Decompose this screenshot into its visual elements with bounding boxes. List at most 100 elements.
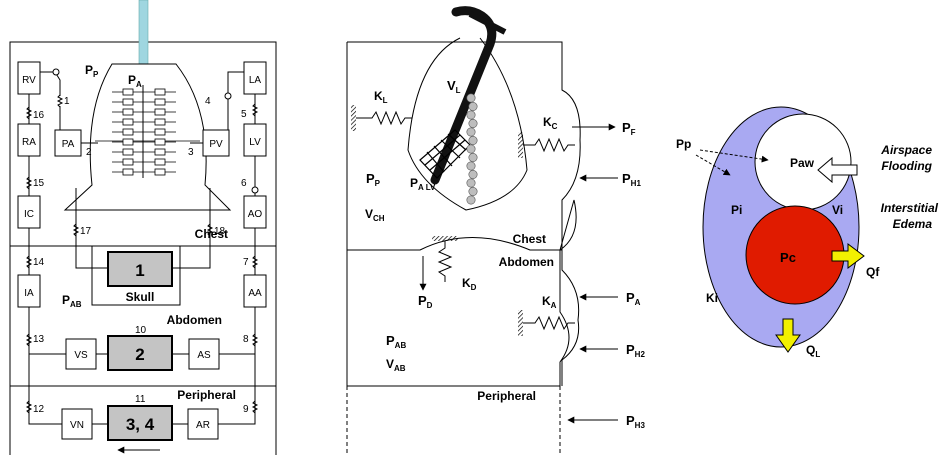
middle-lung-outline	[407, 37, 528, 211]
resistor-zigzag	[251, 103, 259, 117]
lv-label: LV	[249, 137, 261, 148]
middle-chest-label: Chest	[513, 232, 546, 246]
alveolus-dot	[466, 178, 476, 188]
alveolus-dot	[468, 170, 478, 180]
ic-label: IC	[24, 209, 34, 220]
num-9: 9	[243, 404, 249, 415]
chest-right-wall	[347, 41, 581, 250]
springs	[351, 105, 575, 336]
ka-label: KA	[542, 294, 557, 310]
ql-arrow	[775, 318, 801, 353]
kd-label: KD	[462, 276, 477, 292]
alveolus-box	[154, 108, 166, 116]
kl-label: KL	[374, 89, 388, 105]
alveolus-box	[154, 148, 166, 156]
alveolus-box	[122, 118, 134, 126]
num-13: 13	[33, 334, 45, 345]
middle-pab-label: PAB	[386, 333, 406, 350]
alveolus-box	[122, 168, 134, 176]
peripheral-box-number: 3, 4	[126, 415, 155, 434]
vi-label: Vi	[832, 203, 843, 217]
resistor-zigzag	[251, 333, 259, 347]
alveolus-dot	[468, 187, 478, 197]
ql-label: QL	[806, 343, 820, 359]
vs-box	[65, 338, 97, 370]
pp-label: Pp	[676, 137, 691, 151]
as-label: AS	[197, 350, 211, 361]
pressure-arrows	[419, 123, 618, 424]
qf-label: Qf	[866, 265, 880, 279]
left-chest-label: Chest	[195, 227, 228, 241]
alveolus-dot	[466, 144, 476, 154]
num-2: 2	[86, 147, 92, 158]
flooding-arrow	[817, 156, 858, 184]
num-1: 1	[64, 96, 70, 107]
left-abdomen-label: Abdomen	[167, 313, 222, 327]
palv-label: PA LV	[410, 176, 436, 192]
left-peripheral-label: Peripheral	[177, 388, 236, 402]
alveolus-dot	[466, 195, 476, 205]
num-17: 17	[80, 226, 92, 237]
kc-label: KC	[543, 115, 558, 131]
ra-label: RA	[22, 137, 36, 148]
num-11: 11	[135, 394, 146, 405]
pv-label: PV	[209, 139, 223, 150]
interstitial-text: Interstitial	[881, 201, 939, 215]
valve-lv	[251, 186, 259, 194]
num-10: 10	[135, 325, 147, 336]
alveolus-box	[122, 138, 134, 146]
resistor-zigzag	[251, 255, 259, 269]
resistor-zigzag	[25, 176, 33, 190]
alveolus-box	[154, 158, 166, 166]
alveolus-box	[122, 88, 134, 96]
num-14: 14	[33, 257, 45, 268]
ki-label: Ki	[706, 291, 718, 305]
skull-gray-box	[107, 251, 173, 287]
alveolus-dot	[466, 93, 476, 103]
resistor-zigzag	[25, 400, 33, 414]
qf-arrow	[831, 243, 865, 269]
aa-label: AA	[248, 288, 262, 299]
resistor-zigzag	[206, 223, 214, 237]
num-8: 8	[243, 334, 249, 345]
ao-label: AO	[248, 209, 263, 220]
num-3: 3	[188, 147, 194, 158]
middle-pp-label: PP	[366, 171, 381, 188]
left-circulation-panel: RV LA RA LV PA PV IC AO IA AA VS AS VN A…	[9, 0, 277, 455]
peripheral-dashed-walls	[346, 386, 561, 455]
alveolus-box	[154, 128, 166, 136]
abdomen-gray-box	[107, 335, 173, 371]
alveolus-box	[154, 168, 166, 176]
pc-label: Pc	[780, 250, 796, 265]
ar-label: AR	[196, 420, 210, 431]
peripheral-gray-box	[107, 405, 173, 441]
airway-branch	[468, 11, 507, 35]
left-peripheral-frame	[9, 385, 277, 455]
alveolus-box	[154, 98, 166, 106]
vn-box	[61, 408, 93, 440]
resistor-zigzag	[25, 255, 33, 269]
paw-label: Paw	[790, 156, 815, 170]
valve-la	[224, 92, 232, 100]
middle-mechanics-panel: KL VL KC PF PH1 PP PA LV VCH Chest Abdom…	[346, 6, 645, 455]
lung-outline	[63, 63, 232, 211]
edema-text: Edema	[893, 217, 933, 231]
left-pp-label: PP	[85, 63, 99, 79]
num-12: 12	[33, 404, 45, 415]
num-16: 16	[33, 110, 45, 121]
alveolus-box	[122, 108, 134, 116]
vn-label: VN	[70, 420, 84, 431]
pi-label: Pi	[731, 203, 742, 217]
pa-label: PA	[62, 139, 75, 150]
resistor-zigzag	[72, 223, 80, 237]
abdomen-box-number: 2	[135, 345, 144, 364]
la-label: LA	[249, 75, 262, 86]
abdomen-right-wall	[561, 250, 580, 386]
num-7: 7	[243, 257, 249, 268]
alveolus-dot	[468, 119, 478, 129]
alveolar-ladder	[95, 85, 200, 178]
num-6: 6	[241, 178, 247, 189]
alveolus-dot	[466, 127, 476, 137]
vl-label: VL	[447, 78, 461, 95]
alveolus-box	[122, 128, 134, 136]
